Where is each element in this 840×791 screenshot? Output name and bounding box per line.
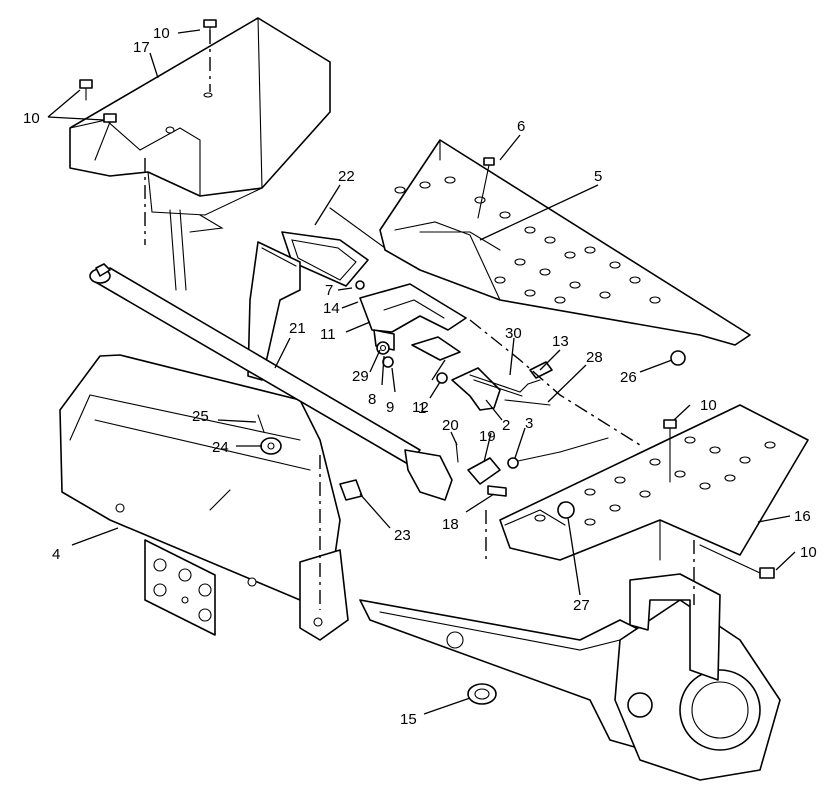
bolt-10-left-b bbox=[94, 113, 117, 161]
callout-18: 18 bbox=[442, 516, 459, 533]
axle-bracket bbox=[629, 573, 721, 681]
part-2-lever bbox=[451, 367, 501, 411]
crossbar-tube bbox=[89, 263, 453, 501]
part-15-bushing bbox=[467, 683, 497, 705]
part-26-nut bbox=[670, 350, 686, 366]
bolt-10-right-b bbox=[699, 544, 775, 579]
part-20-pin bbox=[455, 441, 459, 463]
callout-9: 9 bbox=[386, 399, 394, 416]
callout-14: 14 bbox=[323, 300, 340, 317]
part-28-rod bbox=[504, 399, 551, 406]
callout-7: 7 bbox=[325, 282, 333, 299]
bolt-7 bbox=[355, 280, 365, 290]
callout-30: 30 bbox=[505, 325, 522, 342]
part-13-sleeve bbox=[529, 361, 553, 379]
part-12-plate bbox=[411, 336, 461, 361]
part-16-footplate bbox=[499, 404, 809, 561]
callout-10: 10 bbox=[800, 544, 817, 561]
nut-9 bbox=[382, 356, 394, 368]
callout-28: 28 bbox=[586, 349, 603, 366]
part-3-spring bbox=[507, 437, 609, 469]
callout-10: 10 bbox=[700, 397, 717, 414]
callout-24: 24 bbox=[212, 439, 229, 456]
part-17-cover bbox=[69, 17, 331, 291]
callout-13: 13 bbox=[552, 333, 569, 350]
callout-22: 22 bbox=[338, 168, 355, 185]
bracket-left-lower bbox=[299, 549, 349, 641]
nut-1 bbox=[436, 372, 448, 384]
callout-11: 11 bbox=[320, 326, 336, 343]
centerline-28 bbox=[469, 319, 641, 446]
axle-housing bbox=[614, 599, 781, 781]
bolt-10-top bbox=[203, 19, 217, 41]
callout-2: 2 bbox=[502, 417, 510, 434]
callout-8: 8 bbox=[368, 391, 376, 408]
part-6-bolt bbox=[477, 157, 495, 219]
callout-6: 6 bbox=[517, 118, 525, 135]
callout-27: 27 bbox=[573, 597, 590, 614]
part-19-clevis bbox=[467, 457, 501, 485]
callout-17: 17 bbox=[133, 39, 150, 56]
part-18-pin bbox=[487, 485, 507, 497]
bolt-10-left-a bbox=[79, 79, 93, 101]
part-30-rod bbox=[469, 374, 541, 397]
callout-10: 10 bbox=[153, 25, 170, 42]
callout-23: 23 bbox=[394, 527, 411, 544]
leader-lines bbox=[47, 29, 796, 715]
hitch-plate bbox=[144, 539, 216, 636]
bolt-10-right-a bbox=[663, 419, 677, 483]
part-5-footplate bbox=[329, 139, 751, 346]
callout-20: 20 bbox=[442, 417, 459, 434]
callout-3: 3 bbox=[525, 415, 533, 432]
callout-1: 1 bbox=[418, 400, 426, 417]
callout-25: 25 bbox=[192, 408, 209, 425]
callout-12: 12 bbox=[412, 399, 429, 416]
callout-4: 4 bbox=[52, 546, 60, 563]
callout-10: 10 bbox=[23, 110, 40, 127]
part-27-nut bbox=[557, 501, 575, 519]
callout-19: 19 bbox=[479, 428, 496, 445]
callout-5: 5 bbox=[594, 168, 602, 185]
callout-16: 16 bbox=[794, 508, 811, 525]
part-11-bracket bbox=[359, 283, 467, 351]
part-25-pin bbox=[257, 414, 265, 433]
callout-labels: 10 17 10 22 6 5 7 14 11 21 29 30 13 28 2… bbox=[23, 25, 817, 728]
part-23-bushing bbox=[339, 479, 363, 501]
callout-29: 29 bbox=[352, 368, 369, 385]
callout-26: 26 bbox=[620, 369, 637, 386]
callout-15: 15 bbox=[400, 711, 417, 728]
callout-21: 21 bbox=[289, 320, 306, 337]
part-21-pedal-arm bbox=[247, 241, 301, 381]
part-22-pedal-pad bbox=[281, 231, 369, 287]
part-24-washer bbox=[260, 437, 282, 455]
part-4-frame bbox=[59, 354, 341, 601]
